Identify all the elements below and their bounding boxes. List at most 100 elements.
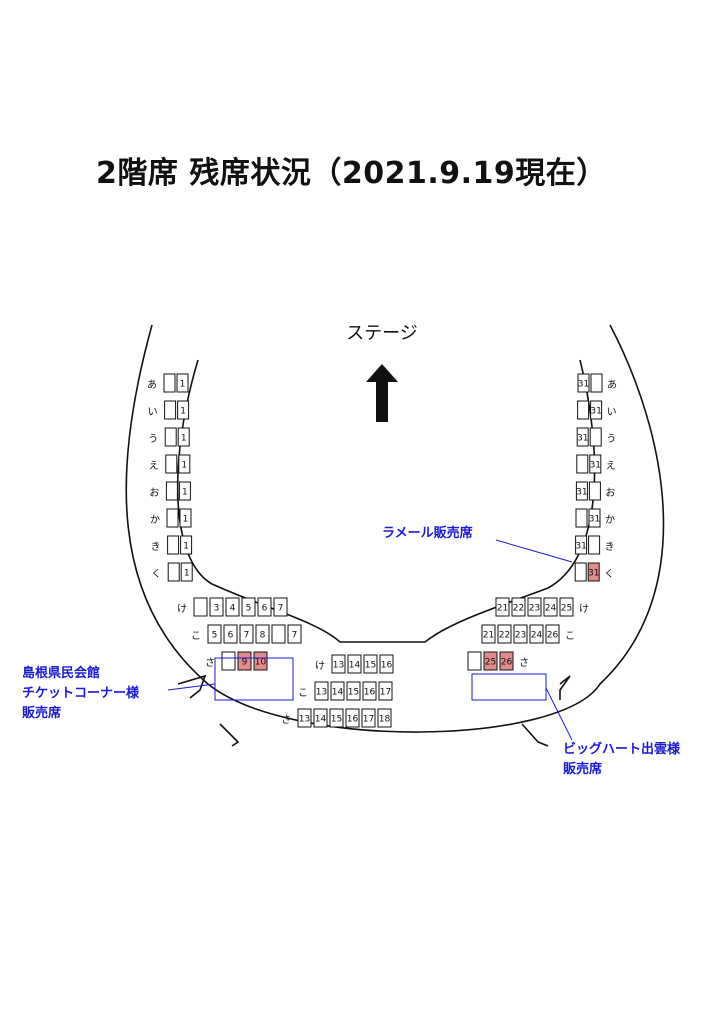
seat[interactable] <box>577 373 590 393</box>
seat-number: 31 <box>576 488 587 498</box>
seat[interactable] <box>545 624 560 644</box>
seat-number: 16 <box>347 715 359 725</box>
seat[interactable] <box>377 708 392 728</box>
seat[interactable] <box>178 481 191 501</box>
seat[interactable] <box>314 681 329 701</box>
seat[interactable] <box>529 624 544 644</box>
seat[interactable] <box>574 562 587 582</box>
seat[interactable] <box>329 708 344 728</box>
seat[interactable] <box>361 708 376 728</box>
right-side-row: き31 <box>575 535 615 555</box>
seat[interactable] <box>511 597 526 617</box>
seat[interactable] <box>575 508 588 528</box>
seat[interactable] <box>223 624 238 644</box>
seat-reserved[interactable] <box>237 651 252 671</box>
seat[interactable] <box>207 624 222 644</box>
seat-number: 25 <box>561 604 572 614</box>
seat-reserved[interactable] <box>587 562 600 582</box>
seat[interactable] <box>346 681 361 701</box>
seat[interactable] <box>166 508 179 528</box>
seat[interactable] <box>467 651 482 671</box>
seat[interactable] <box>576 427 589 447</box>
seat-number: 14 <box>315 715 327 725</box>
right-side-row: あ31 <box>577 373 617 393</box>
seat[interactable] <box>287 624 302 644</box>
seat[interactable] <box>527 597 542 617</box>
row-label: さ <box>519 657 529 669</box>
seat[interactable] <box>164 427 177 447</box>
row-label: こ <box>191 631 201 642</box>
seat[interactable] <box>239 624 254 644</box>
seat-number: 8 <box>260 631 266 641</box>
seat-number: 5 <box>246 604 252 614</box>
seat[interactable] <box>165 481 178 501</box>
seat[interactable] <box>588 481 601 501</box>
seat[interactable] <box>177 400 190 420</box>
seat[interactable] <box>590 400 603 420</box>
seat[interactable] <box>164 400 177 420</box>
seat[interactable] <box>180 535 193 555</box>
seat[interactable] <box>165 454 178 474</box>
seat[interactable] <box>589 427 602 447</box>
seat-reserved[interactable] <box>483 651 498 671</box>
seat[interactable] <box>193 597 208 617</box>
seat[interactable] <box>271 624 286 644</box>
seat[interactable] <box>590 373 603 393</box>
seat[interactable] <box>225 597 240 617</box>
seat[interactable] <box>221 651 236 671</box>
seat[interactable] <box>513 624 528 644</box>
seat[interactable] <box>362 681 377 701</box>
seat-reserved[interactable] <box>499 651 514 671</box>
seat[interactable] <box>576 454 589 474</box>
seat[interactable] <box>180 562 193 582</box>
seat[interactable] <box>241 597 256 617</box>
seat[interactable] <box>575 535 588 555</box>
seat[interactable] <box>378 681 393 701</box>
row-label: き <box>151 541 161 553</box>
stage-arrow-icon <box>366 364 398 422</box>
seat[interactable] <box>330 681 345 701</box>
seat[interactable] <box>379 654 394 674</box>
seat[interactable] <box>178 454 191 474</box>
seat[interactable] <box>575 481 588 501</box>
seat[interactable] <box>559 597 574 617</box>
seat[interactable] <box>176 373 189 393</box>
seat[interactable] <box>363 654 378 674</box>
seat[interactable] <box>481 624 496 644</box>
seat[interactable] <box>167 562 180 582</box>
right-side-row: く31 <box>574 562 614 582</box>
seat[interactable] <box>347 654 362 674</box>
seat[interactable] <box>163 373 176 393</box>
seat[interactable] <box>495 597 510 617</box>
row-label: え <box>149 460 159 472</box>
seat-number: 17 <box>380 688 391 698</box>
seat[interactable] <box>589 454 602 474</box>
annotation-big-heart: ビッグハート出雲様 販売席 <box>563 742 681 777</box>
seat-number: 1 <box>181 434 187 444</box>
seat[interactable] <box>257 597 272 617</box>
seat[interactable] <box>588 535 601 555</box>
seat-reserved[interactable] <box>253 651 268 671</box>
seat-number: 26 <box>547 631 559 641</box>
seat[interactable] <box>209 597 224 617</box>
seat[interactable] <box>297 708 312 728</box>
seat[interactable] <box>177 427 190 447</box>
seat[interactable] <box>577 400 590 420</box>
seat[interactable] <box>179 508 192 528</box>
seat[interactable] <box>255 624 270 644</box>
annotation-kenmin-kaikan: 島根県民会館 チケットコーナー様 販売席 <box>22 666 140 721</box>
seat[interactable] <box>273 597 288 617</box>
row-label: い <box>607 407 617 418</box>
seat[interactable] <box>543 597 558 617</box>
seat[interactable] <box>313 708 328 728</box>
seat[interactable] <box>588 508 601 528</box>
seat[interactable] <box>331 654 346 674</box>
seat[interactable] <box>497 624 512 644</box>
seat[interactable] <box>167 535 180 555</box>
row-label: く <box>604 569 614 580</box>
seat[interactable] <box>345 708 360 728</box>
